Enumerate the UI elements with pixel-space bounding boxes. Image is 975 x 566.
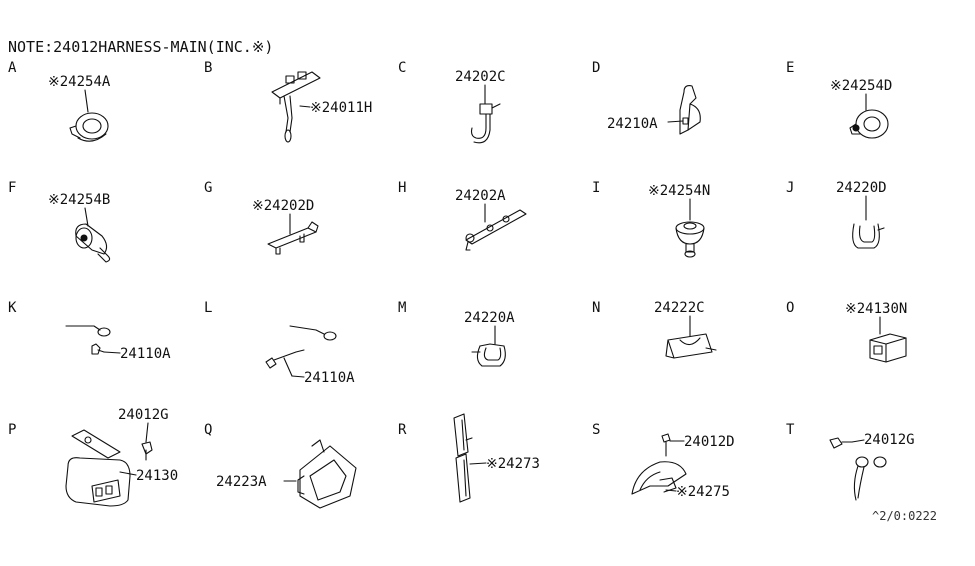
ground-wire-l-icon: [265, 325, 337, 378]
letter-r: R: [398, 422, 407, 438]
part-number-a: ※24254A: [48, 74, 111, 90]
clip-j-icon: [852, 195, 885, 249]
part-number-q: 24223A: [216, 474, 267, 490]
letter-i: I: [592, 180, 600, 196]
harness-note: NOTE:24012HARNESS-MAIN(INC.※): [8, 38, 273, 56]
letter-f: F: [8, 180, 16, 196]
part-number-m: 24220A: [464, 310, 515, 326]
letter-g: G: [204, 180, 212, 196]
clip-c-icon: [470, 84, 501, 144]
bracket-d-icon: [667, 85, 701, 135]
ground-wire-t-icon: [829, 437, 887, 501]
letter-t: T: [786, 422, 795, 438]
grommet-e-icon: [849, 93, 889, 139]
part-number-b: ※24011H: [310, 100, 372, 116]
grommet-a-icon: [69, 89, 109, 142]
letter-d: D: [592, 60, 600, 76]
letter-l: L: [204, 300, 212, 316]
part-number-o: ※24130N: [845, 301, 907, 317]
part-number-g: ※24202D: [252, 198, 314, 214]
letter-c: C: [398, 60, 406, 76]
ground-wire-k-icon: [65, 325, 121, 355]
letter-p: P: [8, 422, 16, 438]
harness-lead-b-icon: [271, 71, 321, 143]
clip-h-icon: [465, 203, 527, 251]
part-number-e: ※24254D: [830, 78, 892, 94]
part-number-t: 24012G: [864, 432, 915, 448]
letter-n: N: [592, 300, 600, 316]
letter-q: Q: [204, 422, 212, 438]
letter-b: B: [204, 60, 212, 76]
part-number-p: 24012G: [118, 407, 169, 423]
letter-o: O: [786, 300, 794, 316]
protector-q-icon: [283, 439, 357, 509]
part-number-j: 24220D: [836, 180, 887, 196]
clip-n-icon: [665, 315, 717, 359]
part-number-f: ※24254B: [48, 192, 110, 208]
letter-e: E: [786, 60, 794, 76]
letter-s: S: [592, 422, 600, 438]
clip-g-icon: [267, 213, 319, 255]
relay-p-icon: [65, 422, 153, 507]
part-number-l: 24110A: [304, 370, 355, 386]
part-number-k: 24110A: [120, 346, 171, 362]
letter-m: M: [398, 300, 406, 316]
protector-s-icon: [631, 433, 687, 495]
diagram-ref-code: ^2/0:0222: [872, 509, 937, 523]
part-number-p2: 24130: [136, 468, 178, 484]
letter-a: A: [8, 60, 17, 76]
part-number-h: 24202A: [455, 188, 506, 204]
part-number-n: 24222C: [654, 300, 705, 316]
part-number-c: 24202C: [455, 69, 506, 85]
part-number-s2: ※24275: [676, 484, 730, 500]
protector-r-icon: [453, 413, 487, 503]
part-number-i: ※24254N: [648, 183, 710, 199]
grommet-i-icon: [675, 198, 705, 258]
letter-k: K: [8, 300, 17, 316]
letter-h: H: [398, 180, 406, 196]
part-number-d: 24210A: [607, 116, 658, 132]
connector-o-icon: [869, 316, 907, 363]
letter-j: J: [786, 180, 794, 196]
clip-m-icon: [471, 325, 506, 367]
part-number-s: 24012D: [684, 434, 735, 450]
grommet-f-icon: [75, 207, 111, 263]
part-number-r: ※24273: [486, 456, 540, 472]
